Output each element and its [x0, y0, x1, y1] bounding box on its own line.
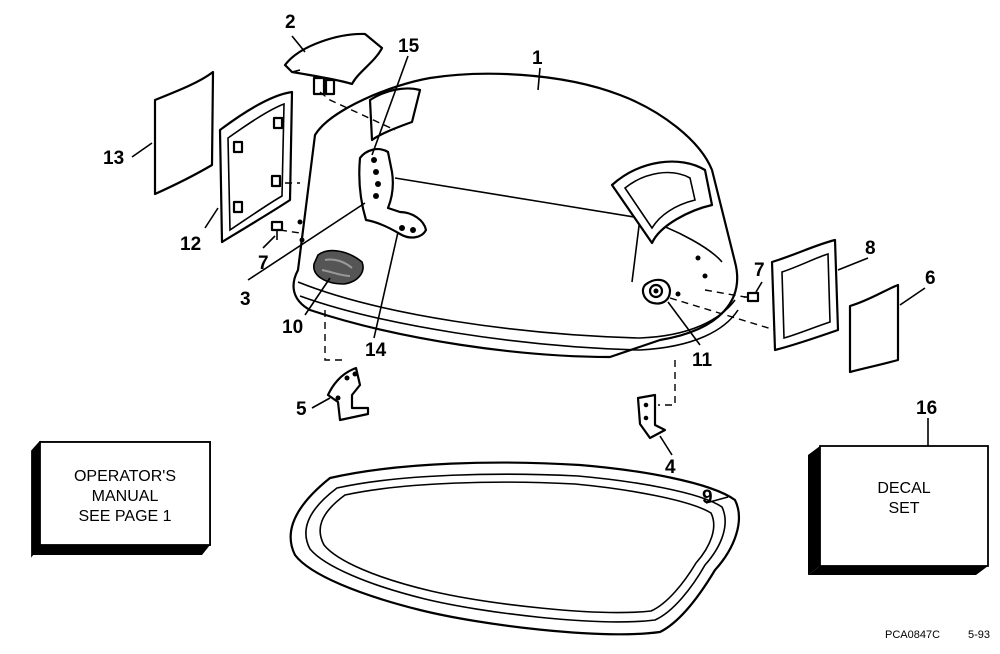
callout-7-left: 7 — [258, 253, 269, 274]
decal-set-line1: DECAL — [877, 480, 930, 497]
callout-numbers: 1 2 15 13 12 7 3 10 14 7 8 6 11 5 4 9 16 — [103, 12, 937, 508]
operators-manual-line3: SEE PAGE 1 — [78, 508, 171, 525]
callout-2: 2 — [285, 12, 296, 33]
rear-decal — [153, 70, 215, 196]
foam-pad — [313, 249, 364, 285]
operators-manual-line2: MANUAL — [92, 488, 159, 505]
rear-trim-panel — [218, 90, 294, 244]
callout-3: 3 — [240, 289, 251, 310]
right-bracket — [636, 393, 667, 440]
latch-assembly — [358, 148, 428, 239]
operators-manual-line1: OPERATOR'S — [74, 468, 176, 485]
leader-lines — [131, 35, 929, 504]
decal-set-box: DECAL SET — [808, 445, 989, 575]
top-cap — [283, 32, 384, 96]
callout-13: 13 — [103, 148, 124, 169]
callout-1: 1 — [532, 48, 543, 69]
callout-8: 8 — [865, 238, 876, 259]
page-reference: 5-93 — [968, 629, 990, 641]
callout-5: 5 — [296, 399, 307, 420]
callout-12: 12 — [180, 234, 201, 255]
reference-code: PCA0847C — [885, 629, 940, 641]
decal-set-line2: SET — [888, 500, 919, 517]
callout-10: 10 — [282, 317, 303, 338]
seal-ring — [289, 461, 740, 636]
assembly-lines — [279, 91, 776, 406]
screw-right — [744, 291, 760, 303]
callout-4: 4 — [665, 457, 676, 478]
callout-15: 15 — [398, 36, 420, 57]
callout-11: 11 — [692, 350, 713, 371]
operators-manual-box: OPERATOR'S MANUAL SEE PAGE 1 — [31, 440, 211, 558]
callout-6: 6 — [925, 268, 936, 289]
engine-cover — [292, 72, 739, 359]
left-bracket — [326, 366, 370, 422]
side-decal — [848, 283, 900, 374]
footer-reference: PCA0847C 5-93 — [885, 629, 990, 641]
callout-9: 9 — [702, 487, 713, 508]
callout-16: 16 — [916, 398, 937, 419]
side-trim-panel — [770, 238, 840, 352]
callout-14: 14 — [365, 340, 387, 361]
callout-7-right: 7 — [754, 260, 765, 281]
grommet — [641, 278, 672, 305]
